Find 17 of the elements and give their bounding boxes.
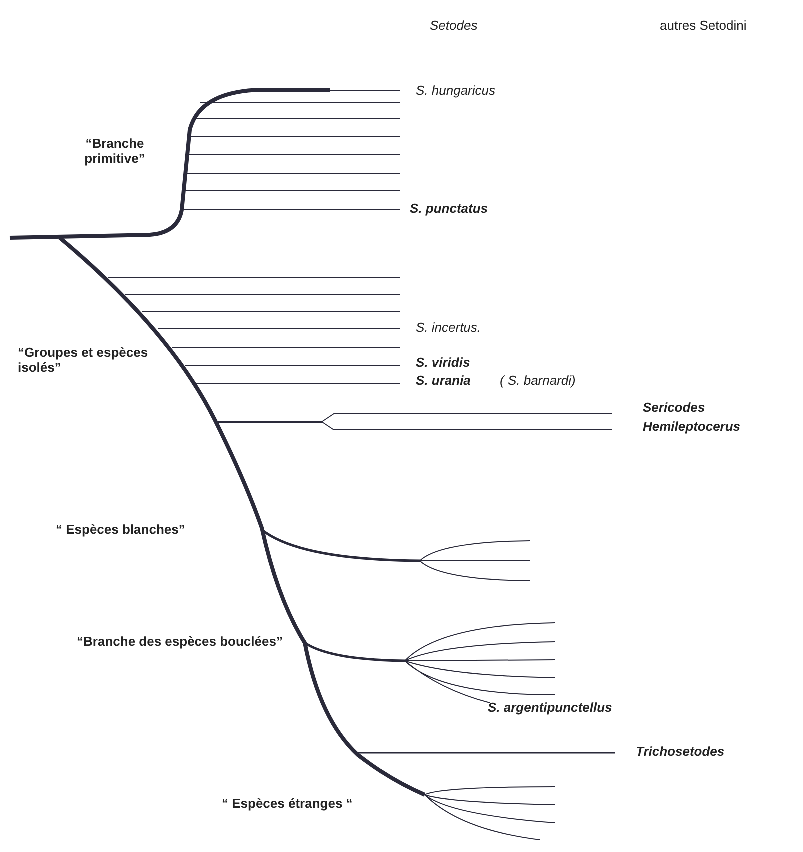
taxon-label: S. viridis	[416, 355, 470, 370]
taxon-label: Sericodes	[643, 400, 706, 415]
group-label: “ Espèces blanches”	[56, 522, 186, 537]
taxon-label: S. argentipunctellus	[488, 700, 612, 715]
group-label: “Branche primitive”	[84, 136, 146, 166]
taxon-label: S. hungaricus	[416, 83, 496, 98]
taxon-label: ( S. barnardi)	[500, 373, 576, 388]
taxon-label: S. incertus.	[416, 320, 482, 335]
group-label: “Branche des espèces bouclées”	[76, 634, 284, 649]
group-label: “Groupes et espèces isolés”	[18, 345, 150, 375]
taxon-label: Trichosetodes	[636, 744, 725, 759]
taxon-label: S. urania	[416, 373, 471, 388]
taxon-label: Hemileptocerus	[643, 419, 741, 434]
taxon-label: S. punctatus	[410, 201, 488, 216]
group-label: “ Espèces étranges “	[222, 796, 353, 811]
column-heading: autres Setodini	[660, 18, 747, 33]
column-heading: Setodes	[430, 18, 478, 33]
